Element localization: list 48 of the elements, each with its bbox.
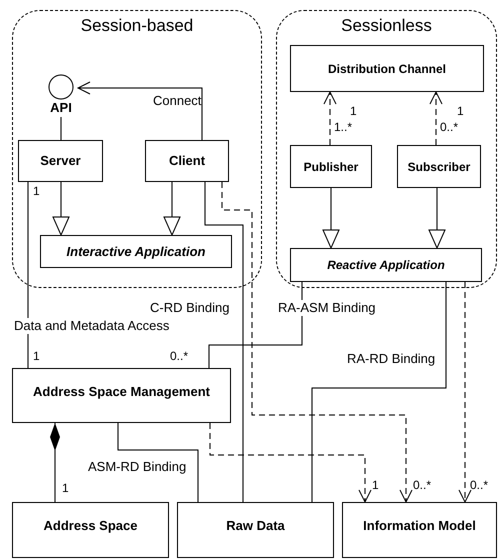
group-title: Sessionless [341,16,432,36]
multiplicity-label: 0..* [413,477,432,493]
arrow [428,188,446,248]
arrow [52,182,70,236]
multiplicity-label: 1..* [334,119,352,135]
association-line [312,282,446,502]
class-box: Distribution Channel [290,45,484,92]
group-frame [12,10,262,288]
association-line [208,282,302,368]
multiplicity-label: 1 [350,103,357,119]
edge-label: ASM-RD Binding [88,459,186,475]
interface-label: API [50,100,72,116]
class-box: Server [18,140,103,182]
dependency-arrow [222,182,412,502]
multiplicity-label: 1 [372,477,379,493]
arrow [164,182,180,236]
class-box: Address Space [12,502,169,558]
multiplicity-label: 1 [33,348,40,364]
class-box: Reactive Application [290,248,482,282]
dependency-arrow [324,92,336,146]
dependency-arrow [210,422,372,502]
edge-label: C-RD Binding [150,300,230,316]
dependency-arrow [430,92,442,146]
group-frame [276,10,497,288]
association-line [204,182,244,502]
association-line [60,116,62,140]
composition-line [50,422,60,502]
class-box: Subscriber [397,145,481,188]
edge-label: RA-ASM Binding [278,300,376,316]
multiplicity-label: 0..* [470,477,488,493]
class-box: Interactive Application [40,235,232,268]
multiplicity-label: 0..* [170,348,188,364]
association-line [118,422,198,502]
multiplicity-label: 1 [62,480,69,496]
class-box: Publisher [290,145,372,188]
class-box: Raw Data [177,502,334,558]
arrow [78,82,202,140]
edge-label: RA-RD Binding [347,351,436,367]
class-box: Information Model [342,502,497,558]
dependency-arrow [458,282,472,502]
multiplicity-label: 0..* [440,119,458,135]
edge-label: Data and Metadata Access [14,318,170,334]
class-box: Client [145,140,229,182]
class-box: Address Space Management [12,368,231,423]
multiplicity-label: 1 [457,103,464,119]
arrow [322,188,340,248]
group-title: Session-based [80,16,194,36]
multiplicity-label: 1 [33,183,40,199]
